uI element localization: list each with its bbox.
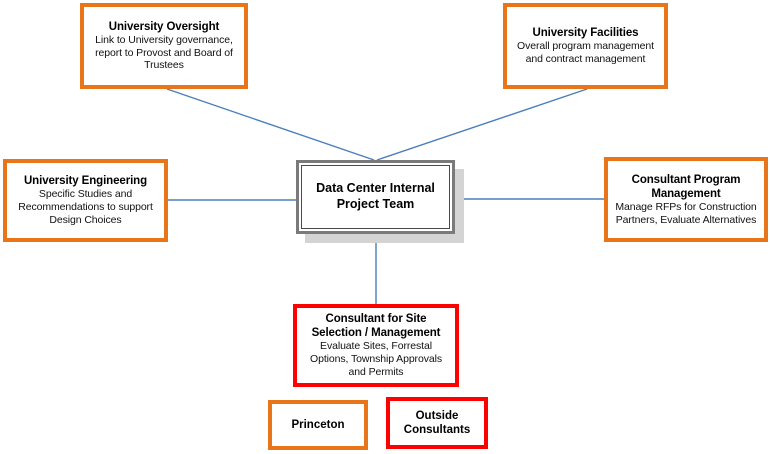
- legend-item-outside-consultants-label: Outside Consultants: [403, 409, 471, 436]
- legend-item-outside-consultants[interactable]: Outside Consultants: [386, 397, 488, 449]
- node-university-facilities[interactable]: University Facilities Overall program ma…: [503, 3, 668, 89]
- node-university-facilities-title: University Facilities: [532, 27, 639, 40]
- node-data-center-internal-project-team[interactable]: Data Center Internal Project Team: [296, 160, 455, 234]
- connector-facilities-to-center: [376, 88, 588, 161]
- connector-oversight-to-center: [166, 88, 375, 161]
- legend-item-princeton-label: Princeton: [291, 418, 345, 431]
- node-university-engineering-desc: Specific Studies and Recommendations to …: [18, 188, 153, 226]
- node-university-oversight[interactable]: University Oversight Link to University …: [80, 3, 248, 89]
- node-consultant-site-selection-title: Consultant for Site Selection / Manageme…: [311, 313, 441, 340]
- center-node-inner-frame: Data Center Internal Project Team: [301, 165, 450, 229]
- node-university-engineering[interactable]: University Engineering Specific Studies …: [3, 159, 168, 242]
- node-consultant-program-management-title: Consultant Program Management: [631, 173, 741, 200]
- legend-item-princeton[interactable]: Princeton: [268, 400, 368, 450]
- node-university-engineering-title: University Engineering: [23, 175, 148, 188]
- center-node-label: Data Center Internal Project Team: [316, 181, 435, 212]
- node-university-oversight-desc: Link to University governance, report to…: [95, 33, 233, 72]
- node-consultant-program-management-desc: Manage RFPs for Construction Partners, E…: [615, 200, 757, 226]
- center-node-label-line1: Data Center Internal: [316, 181, 435, 196]
- node-university-facilities-desc: Overall program management and contract …: [517, 40, 654, 65]
- node-consultant-site-selection-desc: Evaluate Sites, Forrestal Options, Towns…: [310, 340, 442, 378]
- center-node-label-line2: Project Team: [336, 197, 415, 211]
- node-university-oversight-title: University Oversight: [108, 20, 220, 33]
- node-consultant-site-selection[interactable]: Consultant for Site Selection / Manageme…: [293, 304, 459, 387]
- node-consultant-program-management[interactable]: Consultant Program Management Manage RFP…: [604, 157, 768, 242]
